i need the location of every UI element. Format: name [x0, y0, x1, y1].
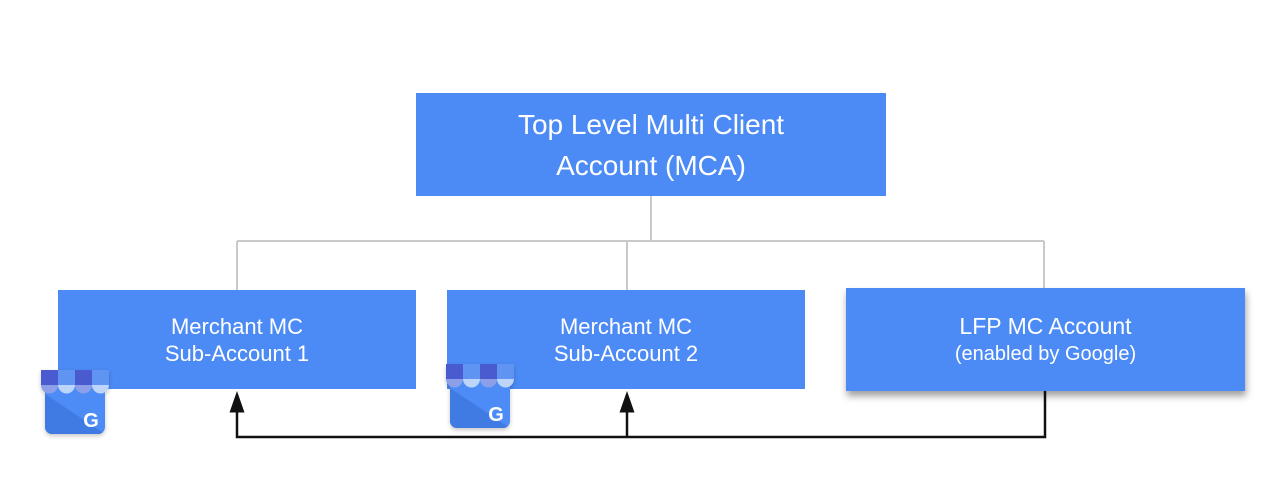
- node-top-level-mca: Top Level Multi Client Account (MCA): [416, 93, 886, 196]
- feed-arrow-lines: [235, 391, 1047, 439]
- storefront-awning: [446, 364, 514, 388]
- node-text-line: Sub-Account 2: [553, 340, 699, 366]
- node-merchant-sub-account-1: Merchant MC Sub-Account 1: [58, 290, 416, 389]
- arrowhead-up-icon: [229, 391, 245, 413]
- node-text-line: LFP MC Account: [959, 313, 1132, 339]
- node-text-line: Merchant MC: [170, 313, 304, 339]
- feed-line-lfp-to-sub1: [235, 391, 1047, 439]
- google-g-letter: G: [83, 410, 99, 432]
- node-lfp-mc-account: LFP MC Account (enabled by Google): [846, 288, 1245, 391]
- google-g-letter: G: [488, 404, 504, 426]
- node-text-line: Top Level Multi Client: [517, 108, 785, 140]
- node-text-line: Sub-Account 1: [164, 340, 310, 366]
- node-text-line: (enabled by Google): [954, 343, 1137, 365]
- node-text-line: Account (MCA): [556, 149, 746, 181]
- google-business-storefront-icon: G: [446, 364, 514, 428]
- feed-arrowheads: [229, 391, 635, 413]
- google-business-storefront-icon: G: [41, 370, 109, 434]
- arrowhead-up-icon: [619, 391, 635, 413]
- tree-connectors: [236, 196, 1045, 290]
- storefront-body: [450, 378, 510, 428]
- storefront-body: [45, 384, 105, 434]
- node-text-line: Merchant MC: [559, 313, 693, 339]
- storefront-awning: [41, 370, 109, 394]
